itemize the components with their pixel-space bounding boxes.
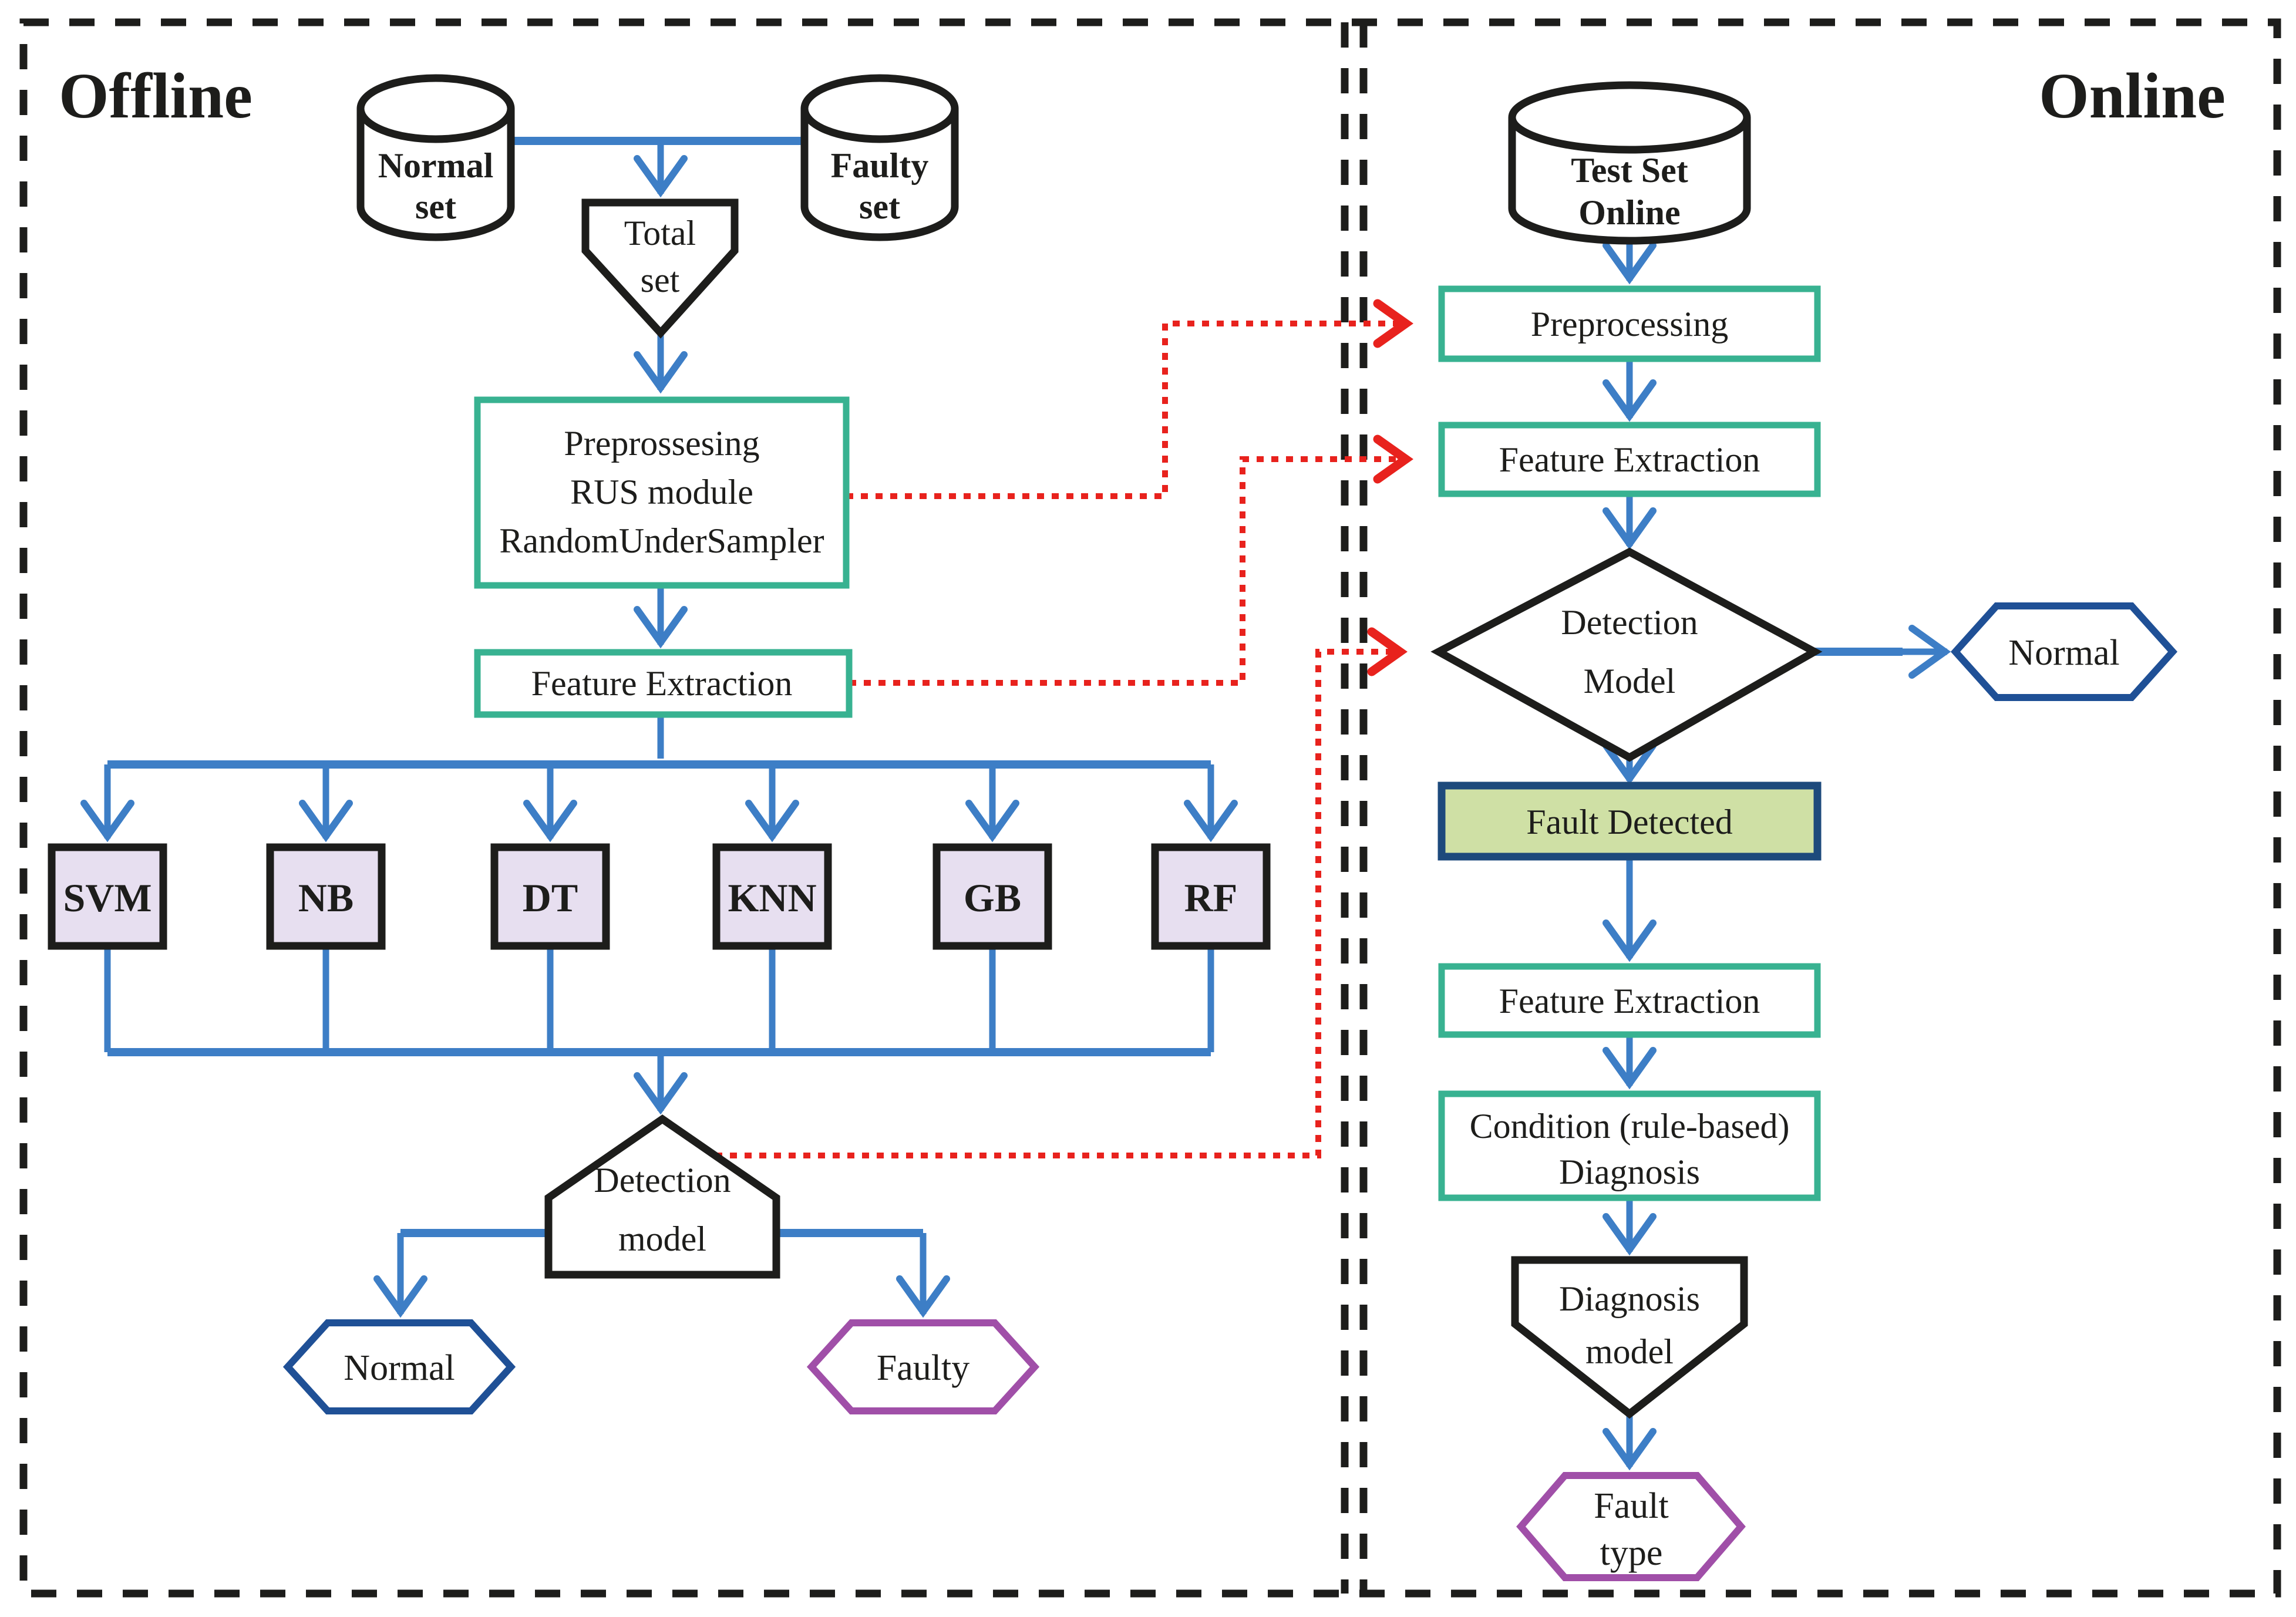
online-fe2-label: Feature Extraction bbox=[1499, 982, 1760, 1020]
svm-box bbox=[48, 843, 167, 950]
detection-model-label-2: model bbox=[618, 1220, 706, 1258]
online-detection-model-node: Detection Model bbox=[1430, 547, 1823, 762]
total-set-pentagon bbox=[581, 198, 739, 339]
rf-box bbox=[1151, 843, 1271, 950]
online-feature-extraction-1-node: Feature Extraction bbox=[1438, 422, 1821, 497]
fault-type-hexagon bbox=[1516, 1472, 1746, 1581]
gb-box bbox=[932, 843, 1052, 950]
transfer-link-detection-model bbox=[715, 627, 1408, 1158]
faulty-hexagon bbox=[806, 1319, 1040, 1414]
classifier-gb: GB bbox=[932, 843, 1052, 950]
online-feature-extraction-2-node: Feature Extraction bbox=[1438, 963, 1821, 1038]
gb-label: GB bbox=[964, 875, 1021, 920]
fault-detected-label: Fault Detected bbox=[1526, 803, 1733, 841]
dt-box bbox=[490, 843, 610, 950]
outer-dashed-border bbox=[19, 18, 2281, 1598]
classifier-dt: DT bbox=[490, 843, 610, 950]
transfer-link-feature-extraction bbox=[849, 434, 1413, 686]
faulty-set-label-1: Faulty bbox=[831, 146, 929, 185]
svm-label: SVM bbox=[63, 875, 152, 920]
offline-preprocessing-node: Preprossesing RUS module RandomUnderSamp… bbox=[474, 396, 850, 589]
online-section-label: Online bbox=[2039, 60, 2226, 132]
feature-extraction-box bbox=[474, 649, 853, 718]
faulty-set-cylinder: Faulty set bbox=[800, 74, 959, 241]
fault-type-label-2: type bbox=[1600, 1533, 1663, 1573]
condition-label-1: Condition (rule-based) bbox=[1470, 1107, 1790, 1146]
normal-set-label-2: set bbox=[415, 187, 456, 226]
total-set-label-1: Total bbox=[624, 214, 696, 252]
dt-label: DT bbox=[523, 875, 578, 920]
test-set-label-2: Online bbox=[1578, 193, 1680, 232]
test-set-online-cylinder: Test Set Online bbox=[1508, 81, 1751, 245]
detection-model-diamond bbox=[1430, 547, 1823, 762]
preprocessing-box bbox=[474, 396, 850, 589]
condition-label-2: Diagnosis bbox=[1559, 1153, 1700, 1191]
online-detection-label-1: Detection bbox=[1561, 603, 1698, 642]
faulty-result-label: Faulty bbox=[877, 1348, 969, 1388]
offline-connectors bbox=[80, 137, 1238, 1318]
offline-feature-extraction-node: Feature Extraction bbox=[474, 649, 853, 718]
normal-set-cylinder: Normal set bbox=[356, 74, 515, 241]
fault-type-node: Fault type bbox=[1516, 1472, 1746, 1581]
online-normal-label: Normal bbox=[2008, 633, 2119, 673]
normal-hexagon bbox=[1950, 602, 2178, 701]
cylinder-top bbox=[800, 74, 959, 143]
detection-model-pentagon bbox=[544, 1114, 780, 1279]
fault-type-label-1: Fault bbox=[1594, 1486, 1668, 1526]
classifier-svm: SVM bbox=[48, 843, 167, 950]
offline-section-label: Offline bbox=[59, 60, 253, 132]
fault-detected-box bbox=[1437, 781, 1822, 861]
classifier-nb: NB bbox=[266, 843, 386, 950]
feature-extraction-box bbox=[1438, 963, 1821, 1038]
online-preprocessing-node: Preprocessing bbox=[1438, 285, 1821, 362]
preprocessing-line-1: Preprossesing bbox=[564, 424, 759, 463]
faulty-set-label-2: set bbox=[859, 187, 900, 226]
nb-box bbox=[266, 843, 386, 950]
transfer-link-preprocessing bbox=[846, 299, 1413, 499]
detection-model-label-1: Detection bbox=[594, 1161, 730, 1200]
online-fe1-label: Feature Extraction bbox=[1499, 440, 1760, 479]
diagnosis-model-pentagon bbox=[1511, 1256, 1748, 1419]
online-detection-label-2: Model bbox=[1584, 662, 1676, 700]
normal-hexagon bbox=[282, 1319, 516, 1414]
online-normal-result-node: Normal bbox=[1950, 602, 2178, 701]
cylinder-body bbox=[800, 109, 959, 241]
classifier-rf: RF bbox=[1151, 843, 1271, 950]
nb-label: NB bbox=[298, 875, 354, 920]
fault-detected-node: Fault Detected bbox=[1437, 781, 1822, 861]
online-preprocessing-label: Preprocessing bbox=[1531, 305, 1729, 343]
online-connectors bbox=[1603, 242, 1951, 1471]
model-transfer-links bbox=[715, 299, 1413, 1158]
feature-extraction-box bbox=[1438, 422, 1821, 497]
condition-diagnosis-box bbox=[1438, 1090, 1821, 1201]
cylinder-body bbox=[356, 109, 515, 241]
condition-diagnosis-node: Condition (rule-based) Diagnosis bbox=[1438, 1090, 1821, 1201]
total-set-node: Total set bbox=[581, 198, 739, 339]
cylinder-top bbox=[356, 74, 515, 143]
offline-normal-result-node: Normal bbox=[282, 1319, 516, 1414]
test-set-label-1: Test Set bbox=[1571, 151, 1688, 190]
diagnosis-model-node: Diagnosis model bbox=[1511, 1256, 1748, 1419]
rf-label: RF bbox=[1184, 875, 1238, 920]
offline-faulty-result-node: Faulty bbox=[806, 1319, 1040, 1414]
total-set-label-2: set bbox=[641, 261, 680, 299]
preprocessing-line-2: RUS module bbox=[570, 473, 753, 511]
offline-detection-model-node: Detection model bbox=[544, 1114, 780, 1279]
preprocessing-box bbox=[1438, 285, 1821, 362]
normal-result-label: Normal bbox=[344, 1348, 455, 1388]
normal-set-label-1: Normal bbox=[378, 146, 494, 185]
diagnosis-model-label-2: model bbox=[1585, 1332, 1674, 1371]
classifier-knn: KNN bbox=[712, 843, 832, 950]
preprocessing-line-3: RandomUnderSampler bbox=[499, 521, 824, 560]
knn-box bbox=[712, 843, 832, 950]
knn-label: KNN bbox=[728, 875, 816, 920]
feature-extraction-label: Feature Extraction bbox=[531, 664, 793, 703]
cylinder-top bbox=[1508, 81, 1751, 154]
diagnosis-model-label-1: Diagnosis bbox=[1559, 1279, 1700, 1318]
